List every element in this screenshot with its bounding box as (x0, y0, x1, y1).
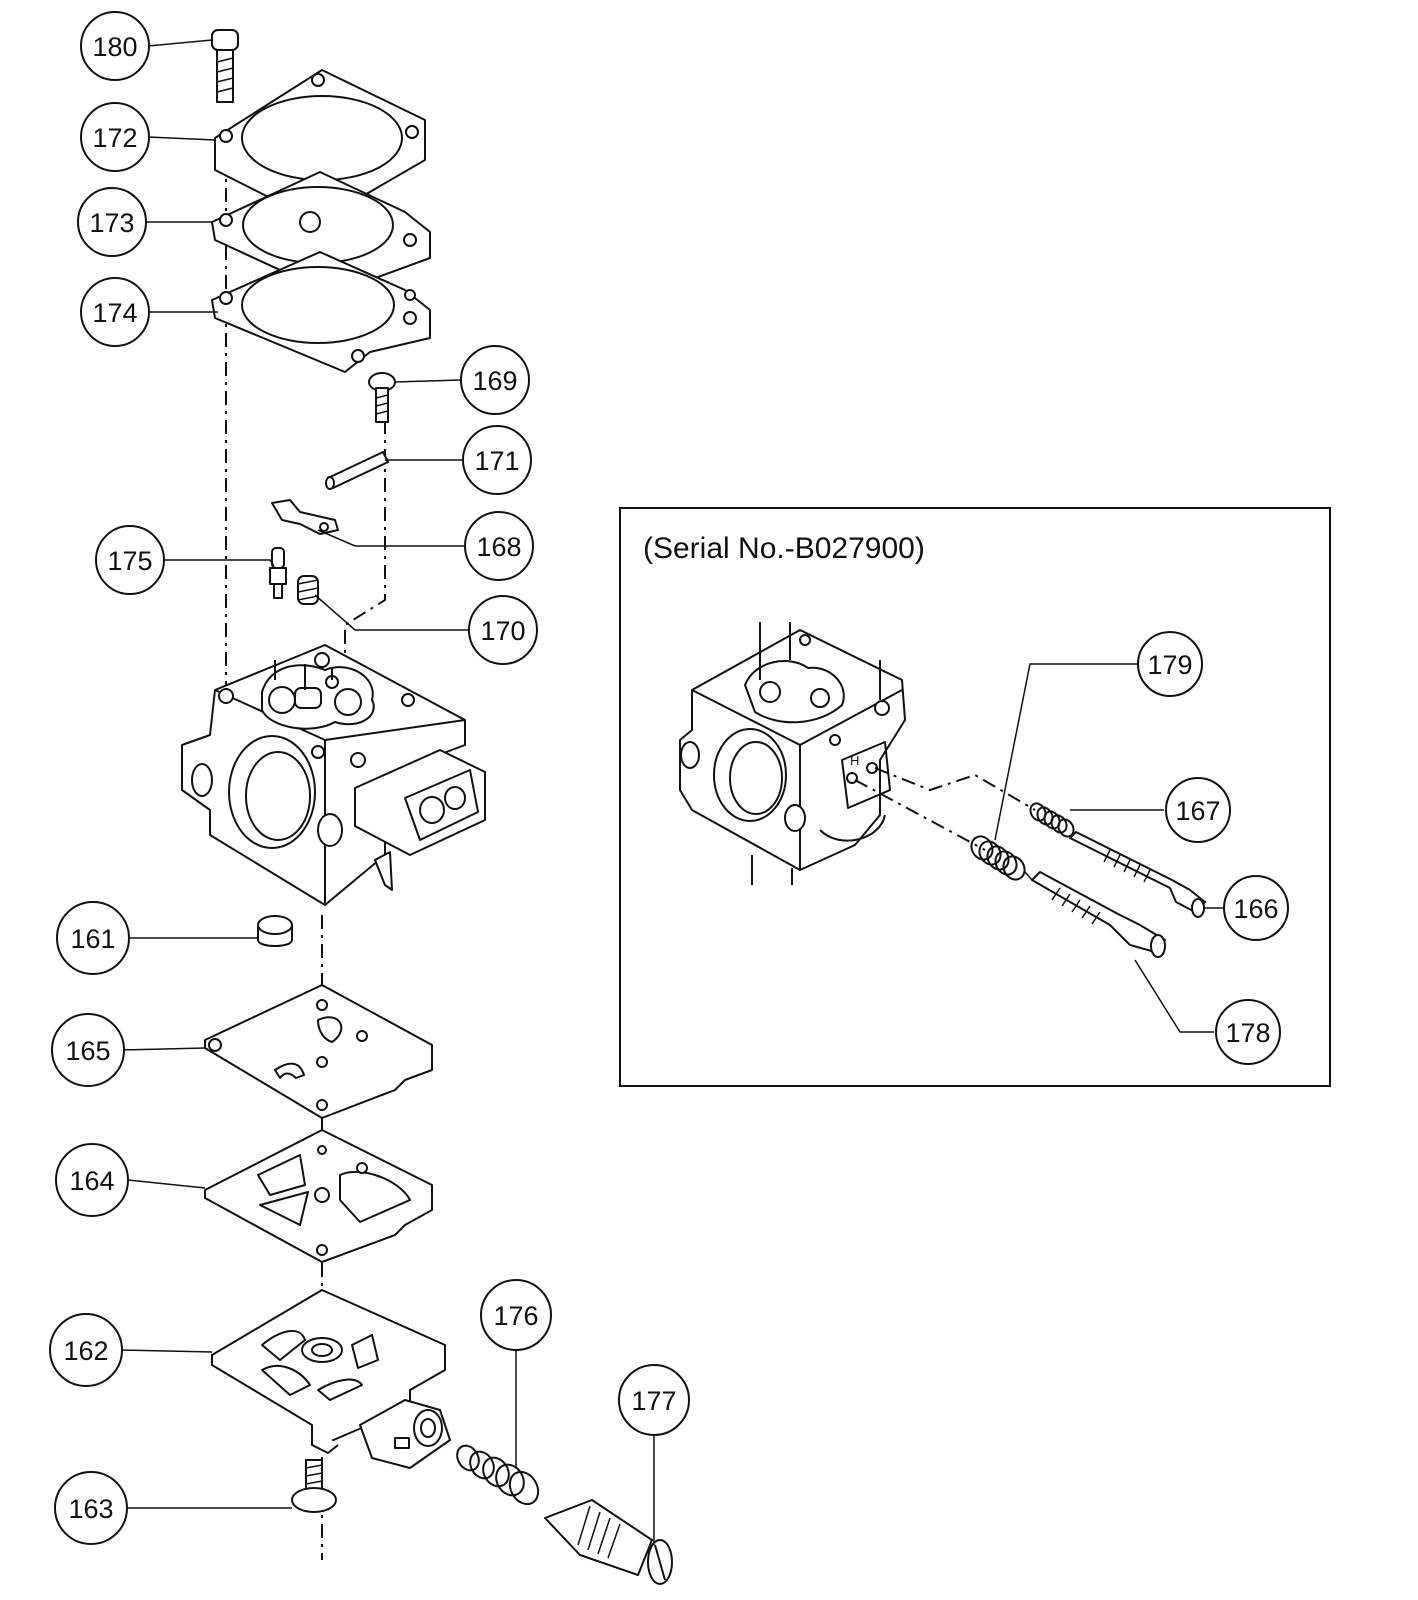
callout-label: 179 (1147, 650, 1192, 680)
callout-label: 164 (69, 1166, 114, 1196)
inset-carburetor-body: H (679, 622, 906, 885)
callout-163: 163 (54, 1471, 128, 1545)
leader-lines-main (121, 39, 655, 1545)
callouts: 180 172 173 174 169 171 168 175 (49, 11, 1289, 1545)
inset-leader-179 (994, 663, 1138, 841)
callout-166: 166 (1223, 875, 1289, 941)
callout-180: 180 (80, 11, 150, 81)
part-inlet-needle-175 (269, 547, 287, 599)
callout-label: 166 (1233, 894, 1278, 924)
callout-172: 172 (80, 102, 150, 172)
callout-173: 173 (77, 187, 147, 257)
callout-175: 175 (95, 525, 165, 595)
part-carburetor-body (181, 644, 486, 906)
callout-161: 161 (56, 901, 130, 975)
callout-label: 178 (1225, 1018, 1270, 1048)
inset-part-spring-179 (970, 835, 1026, 881)
callout-label: 175 (107, 546, 152, 576)
part-pump-gasket-174 (211, 251, 431, 373)
callout-label: 172 (92, 123, 137, 153)
callout-170: 170 (468, 595, 538, 665)
callout-178: 178 (1215, 999, 1281, 1065)
part-pin-171 (325, 451, 389, 490)
inset-panel: (Serial No.-B027900) H (619, 507, 1331, 1087)
part-metering-cover-162 (211, 1289, 451, 1469)
callout-164: 164 (55, 1143, 129, 1217)
inset-part-needle-166 (1069, 831, 1206, 918)
callout-label: 163 (68, 1494, 113, 1524)
callout-label: 169 (472, 366, 517, 396)
callout-177: 177 (618, 1364, 690, 1436)
callout-169: 169 (460, 345, 530, 415)
part-metering-diaphragm-165 (204, 984, 433, 1119)
part-screw-169 (368, 372, 396, 423)
inset-part-spring-167 (1029, 802, 1075, 838)
inset-axis-low (854, 779, 986, 851)
inset-marking-h: H (850, 753, 859, 768)
part-screw-163 (291, 1459, 337, 1513)
callout-167: 167 (1165, 777, 1231, 843)
callout-label: 167 (1175, 796, 1220, 826)
part-spring-170 (297, 575, 319, 605)
callout-label: 162 (63, 1336, 108, 1366)
inset-axis-high (874, 767, 1036, 811)
callout-171: 171 (462, 425, 532, 495)
callout-label: 171 (474, 446, 519, 476)
callout-179: 179 (1137, 631, 1203, 697)
callout-label: 161 (70, 924, 115, 954)
callout-label: 176 (493, 1301, 538, 1331)
callout-label: 177 (631, 1386, 676, 1416)
callout-label: 180 (92, 32, 137, 62)
callout-label: 173 (89, 208, 134, 238)
part-metering-gasket-164 (204, 1129, 433, 1263)
part-lever-168 (271, 499, 339, 535)
callout-168: 168 (464, 511, 534, 581)
part-spring-176 (456, 1444, 540, 1506)
part-adjust-screw-177 (544, 1499, 673, 1585)
inset-leader-178 (1134, 959, 1214, 1033)
callout-174: 174 (80, 277, 150, 347)
callout-165: 165 (51, 1013, 125, 1087)
callout-176: 176 (480, 1279, 552, 1351)
callout-label: 168 (476, 532, 521, 562)
callout-label: 174 (92, 298, 137, 328)
callout-label: 170 (480, 616, 525, 646)
inset-title: (Serial No.-B027900) (643, 532, 925, 565)
callout-label: 165 (65, 1036, 110, 1066)
part-filter-161 (257, 915, 293, 947)
inset-part-needle-178 (1024, 871, 1166, 958)
callout-162: 162 (49, 1313, 123, 1387)
part-screw-180 (211, 29, 239, 103)
